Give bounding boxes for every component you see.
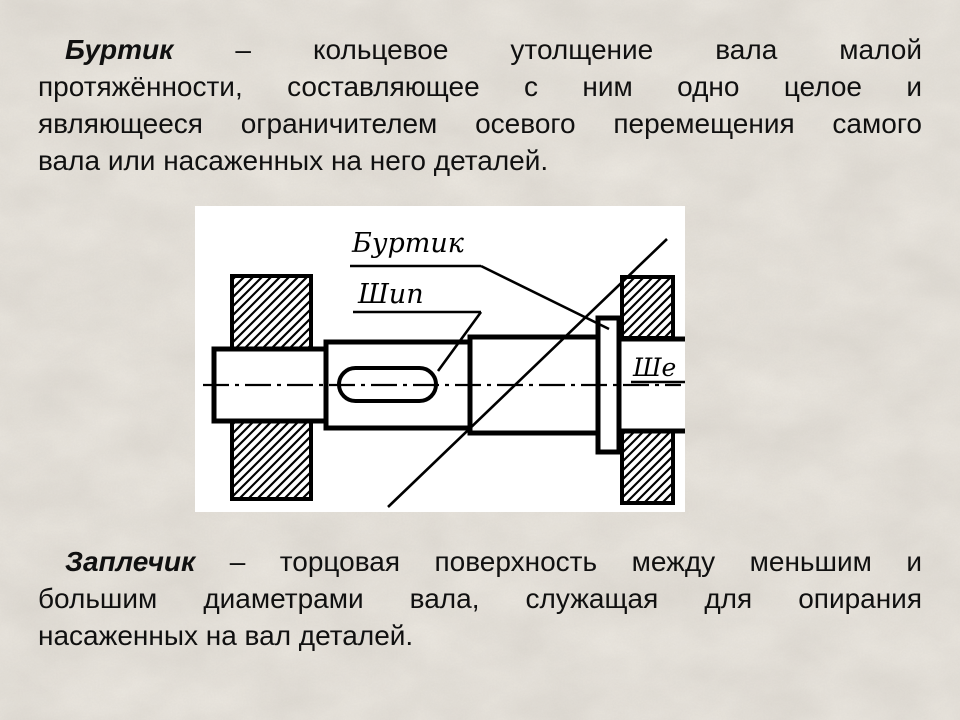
label-neck: Ше <box>632 353 676 382</box>
text-line: являющееся ограничителем осевого перемещ… <box>38 108 922 139</box>
drawing-labels: Буртик Шип Ше <box>351 228 676 382</box>
definition-zaplechik: Заплечик – торцовая поверхность между ме… <box>38 543 922 654</box>
term-zaplechik: Заплечик <box>65 546 196 577</box>
text-line: Заплечик – торцовая поверхность между ме… <box>38 543 922 580</box>
text-line: вала или насаженных на него деталей. <box>38 145 549 176</box>
shaft-drawing: Буртик Шип Ше <box>195 206 685 512</box>
term-burtik: Буртик <box>65 34 174 65</box>
label-burtik: Буртик <box>351 228 465 259</box>
burtik-leader <box>480 264 610 331</box>
definition-burtik: Буртик – кольцевое утолщение вала малой … <box>38 31 922 179</box>
cross-leader <box>387 238 668 508</box>
text-line: большим диаметрами вала, служащая для оп… <box>38 583 922 614</box>
ship-leader <box>436 311 483 372</box>
hatching <box>231 275 674 504</box>
shaft-section-large <box>467 334 601 436</box>
leader-lines <box>350 238 685 508</box>
text-line: насаженных на вал деталей. <box>38 620 414 651</box>
text-line: Буртик – кольцевое утолщение вала малой <box>38 31 922 68</box>
text-line: протяжённости, составляющее с ним одно ц… <box>38 71 922 102</box>
text-segment: – торцовая поверхность между меньшим и <box>229 546 923 577</box>
text-segment: – кольцевое утолщение вала малой <box>235 34 922 65</box>
label-ship: Шип <box>357 279 424 310</box>
